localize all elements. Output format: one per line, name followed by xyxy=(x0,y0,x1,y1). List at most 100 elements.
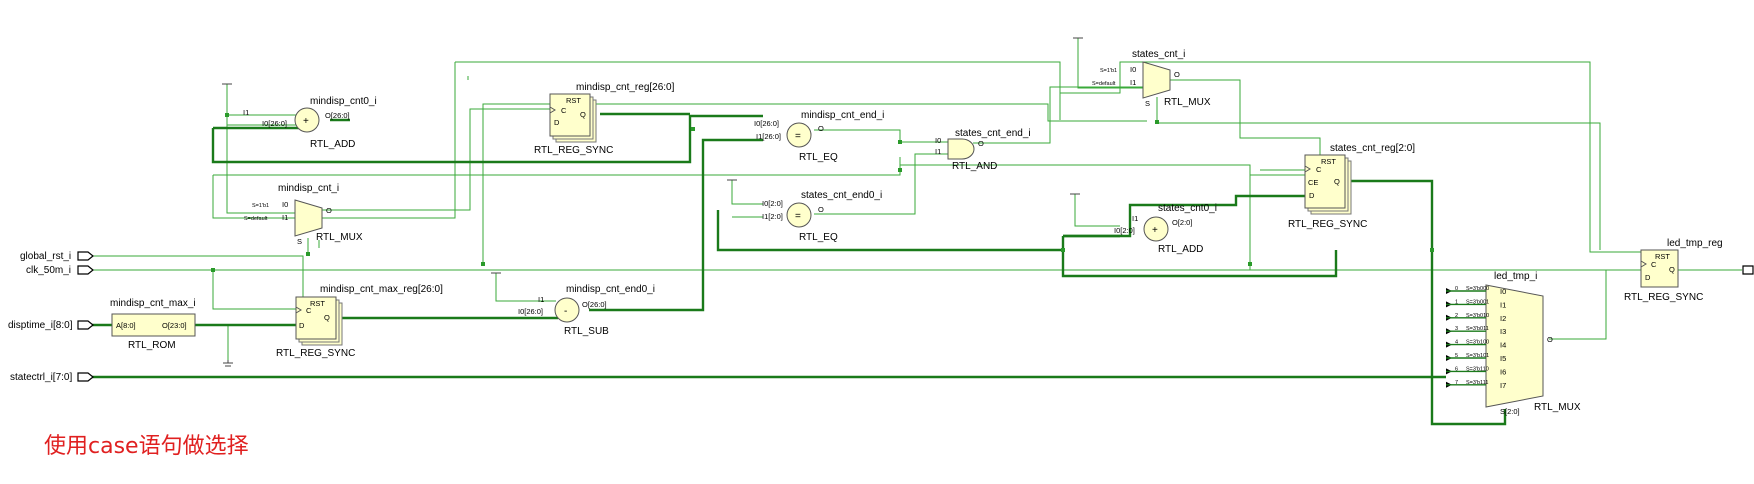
cell-name: states_cnt_end_i xyxy=(955,128,1031,139)
pin-label: I1 xyxy=(243,108,249,117)
pin-rst: RST xyxy=(310,299,325,308)
pin-label: O[26:0] xyxy=(325,111,350,120)
cell-mindisp-cnt-end0[interactable]: mindisp_cnt_end0_i I1 I0[26:0] - O[26:0]… xyxy=(518,284,655,337)
pin-label: S xyxy=(1145,99,1150,108)
pin-label: S=default xyxy=(1092,81,1116,87)
operator-symbol: = xyxy=(795,211,801,222)
mux-row-condition: S=3'b001 xyxy=(1466,299,1489,305)
pin-d: D xyxy=(1309,191,1315,200)
pin-label: I0 xyxy=(1130,65,1136,74)
cell-type: RTL_EQ xyxy=(799,152,838,163)
mux-row-index: 5 xyxy=(1455,353,1458,359)
mux-row-condition: S=3'b100 xyxy=(1466,340,1489,346)
pin-c: C xyxy=(561,106,567,115)
mux-row-index: 0 xyxy=(1455,286,1458,292)
annotation-note: 使用case语句做选择 xyxy=(44,434,249,459)
register-body xyxy=(1304,154,1346,209)
cell-mindisp-cnt[interactable]: mindisp_cnt_i S=1'b1 I0 S=default I1 S O… xyxy=(244,183,363,246)
pin-q: Q xyxy=(324,313,330,322)
pin-label: S=1'b1 xyxy=(1100,68,1117,74)
cell-type: RTL_ROM xyxy=(128,340,176,351)
cell-name: led_tmp_reg xyxy=(1667,238,1723,249)
subtractor-symbol xyxy=(554,297,580,323)
cell-name: states_cnt_end0_i xyxy=(801,190,882,201)
comparator-symbol xyxy=(786,122,812,148)
pin-ce: CE xyxy=(1308,178,1318,187)
mux-symbol xyxy=(294,199,323,237)
clock-triangle-icon xyxy=(1304,165,1311,173)
pin-label: I0[26:0] xyxy=(262,119,287,128)
pin-q: Q xyxy=(580,110,586,119)
cell-name: mindisp_cnt_max_i xyxy=(110,298,196,309)
pin-label: I0 xyxy=(935,136,941,145)
cell-type: RTL_AND xyxy=(952,161,997,172)
cell-name: states_cnt_i xyxy=(1132,49,1185,60)
input-port-icon xyxy=(77,372,94,382)
cell-type: RTL_REG_SYNC xyxy=(1288,219,1367,230)
constant-tie-icons xyxy=(222,37,1083,274)
cell-mindisp-cnt-max-reg[interactable]: mindisp_cnt_max_reg[26:0] RST C Q D RTL_… xyxy=(276,284,443,359)
pin-label: S=default xyxy=(244,216,268,222)
cell-led-tmp-reg[interactable]: led_tmp_reg RST C Q D RTL_REG_SYNC xyxy=(1624,238,1723,303)
mux-row-condition: S=3'b000 xyxy=(1466,286,1489,292)
mux-row-input: I7 xyxy=(1500,381,1506,390)
pin-rst: RST xyxy=(566,96,581,105)
output-port-icon xyxy=(1742,265,1754,275)
cell-type: RTL_SUB xyxy=(564,326,609,337)
pin-label: I1 xyxy=(538,295,544,304)
pin-q: Q xyxy=(1669,265,1675,274)
mux-row-condition: S=3'b110 xyxy=(1466,366,1489,372)
pin-label: S[2:0] xyxy=(1500,407,1520,416)
cell-type: RTL_EQ xyxy=(799,232,838,243)
cell-name: states_cnt0_i xyxy=(1158,203,1217,214)
adder-symbol xyxy=(1143,216,1169,242)
cell-name: mindisp_cnt_i xyxy=(278,183,339,194)
cell-mindisp-cnt0[interactable]: mindisp_cnt0_i I1 I0[26:0] + O[26:0] RTL… xyxy=(243,96,377,150)
pin-label: I1[26:0] xyxy=(756,132,781,141)
pin-q: Q xyxy=(1334,177,1340,186)
port-label-clk: clk_50m_i xyxy=(26,265,71,276)
mux-row-index: 3 xyxy=(1455,326,1458,332)
pin-label: A[8:0] xyxy=(116,321,136,330)
cell-mindisp-cnt-max[interactable]: mindisp_cnt_max_i A[8:0] O[23:0] RTL_ROM xyxy=(110,298,196,351)
pin-label: O xyxy=(818,205,824,214)
input-port-icon xyxy=(77,265,94,275)
operator-symbol: = xyxy=(795,131,801,142)
port-disptime: disptime_i[8:0] xyxy=(8,320,94,331)
pin-label: O[23:0] xyxy=(162,321,187,330)
cell-name: mindisp_cnt_end_i xyxy=(801,110,884,121)
thin-wires xyxy=(92,38,1742,360)
cell-name: mindisp_cnt_max_reg[26:0] xyxy=(320,284,443,295)
cell-type: RTL_REG_SYNC xyxy=(534,145,613,156)
pin-label: I1[2:0] xyxy=(762,212,783,221)
pin-label: O xyxy=(978,139,984,148)
operator-symbol: + xyxy=(1152,225,1158,236)
cell-states-cnt[interactable]: states_cnt_i S=1'b1 I0 S=default I1 S O … xyxy=(1092,49,1211,108)
mux-row-input: I2 xyxy=(1500,314,1506,323)
cell-type: RTL_MUX xyxy=(316,232,363,243)
cell-mindisp-cnt-end[interactable]: mindisp_cnt_end_i I0[26:0] I1[26:0] = O … xyxy=(754,110,884,163)
input-port-icon xyxy=(77,251,94,261)
cell-mindisp-cnt-reg[interactable]: mindisp_cnt_reg[26:0] RST C Q D RTL_REG_… xyxy=(534,82,675,156)
operator-symbol: + xyxy=(303,116,309,127)
pin-label: S xyxy=(297,237,302,246)
mux-row-condition: S=3'b111 xyxy=(1466,380,1488,386)
pin-d: D xyxy=(299,321,305,330)
cell-states-cnt-end[interactable]: states_cnt_end_i I0 I1 O RTL_AND xyxy=(935,128,1031,172)
cell-states-cnt-end0[interactable]: states_cnt_end0_i I0[2:0] I1[2:0] = O RT… xyxy=(762,190,882,243)
cell-states-cnt-reg[interactable]: states_cnt_reg[2:0] RST C CE Q D RTL_REG… xyxy=(1288,143,1415,230)
cell-type: RTL_MUX xyxy=(1164,97,1211,108)
cell-states-cnt0[interactable]: states_cnt0_i I1 I0[2:0] + O[2:0] RTL_AD… xyxy=(1114,203,1217,255)
mux-row-index: 2 xyxy=(1455,313,1458,319)
register-body xyxy=(295,296,337,340)
port-label-global-rst: global_rst_i xyxy=(20,251,71,262)
pin-label: I0[26:0] xyxy=(754,119,779,128)
cell-name: states_cnt_reg[2:0] xyxy=(1330,143,1415,154)
cell-type: RTL_REG_SYNC xyxy=(276,348,355,359)
port-label-disptime: disptime_i[8:0] xyxy=(8,320,73,331)
pin-rst: RST xyxy=(1321,157,1336,166)
mux-row-input: I6 xyxy=(1500,367,1506,376)
register-body xyxy=(549,93,591,137)
operator-symbol: - xyxy=(564,306,567,317)
